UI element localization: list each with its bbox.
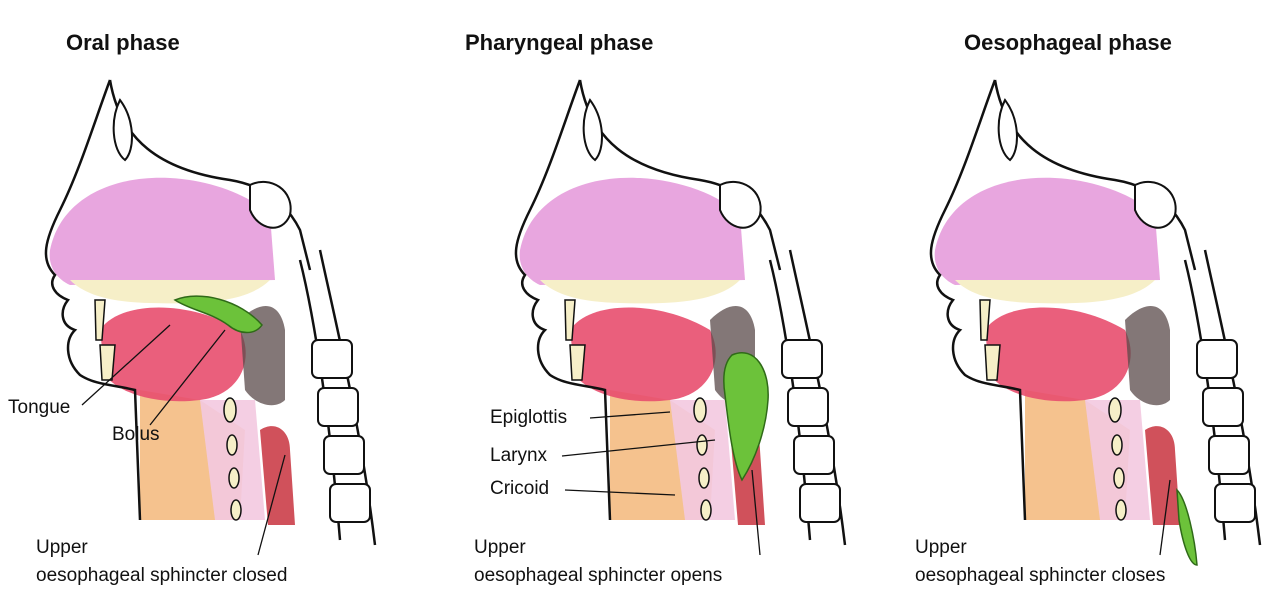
label-bolus: Bolus: [112, 424, 160, 445]
bolus-shape: [1176, 488, 1198, 566]
caption-line1: Upper: [915, 537, 967, 558]
caption-line2: oesophageal sphincter closed: [36, 565, 288, 586]
caption-pharyngeal-phase: Upper oesophageal sphincter opens: [474, 534, 722, 590]
bolus-shape: [723, 352, 769, 482]
panel-oral-phase-drawing: [44, 78, 377, 556]
title-pharyngeal-phase: Pharyngeal phase: [465, 30, 654, 55]
panel-pharyngeal-phase-drawing: [514, 78, 847, 556]
caption-line1: Upper: [36, 537, 88, 558]
caption-line2: oesophageal sphincter opens: [474, 565, 723, 586]
caption-line1: Upper: [474, 537, 526, 558]
title-oesophageal-phase: Oesophageal phase: [964, 30, 1172, 55]
label-epiglottis: Epiglottis: [490, 407, 568, 428]
label-cricoid: Cricoid: [490, 478, 550, 499]
label-larynx: Larynx: [490, 445, 548, 466]
caption-oesophageal-phase: Upper oesophageal sphincter closes: [915, 534, 1165, 590]
label-tongue: Tongue: [8, 397, 71, 418]
caption-oral-phase: Upper oesophageal sphincter closed: [36, 534, 287, 590]
title-oral-phase: Oral phase: [66, 30, 180, 55]
bolus-shape: [173, 295, 263, 334]
panel-oesophageal-phase-drawing: [929, 78, 1262, 566]
caption-line2: oesophageal sphincter closes: [915, 565, 1166, 586]
